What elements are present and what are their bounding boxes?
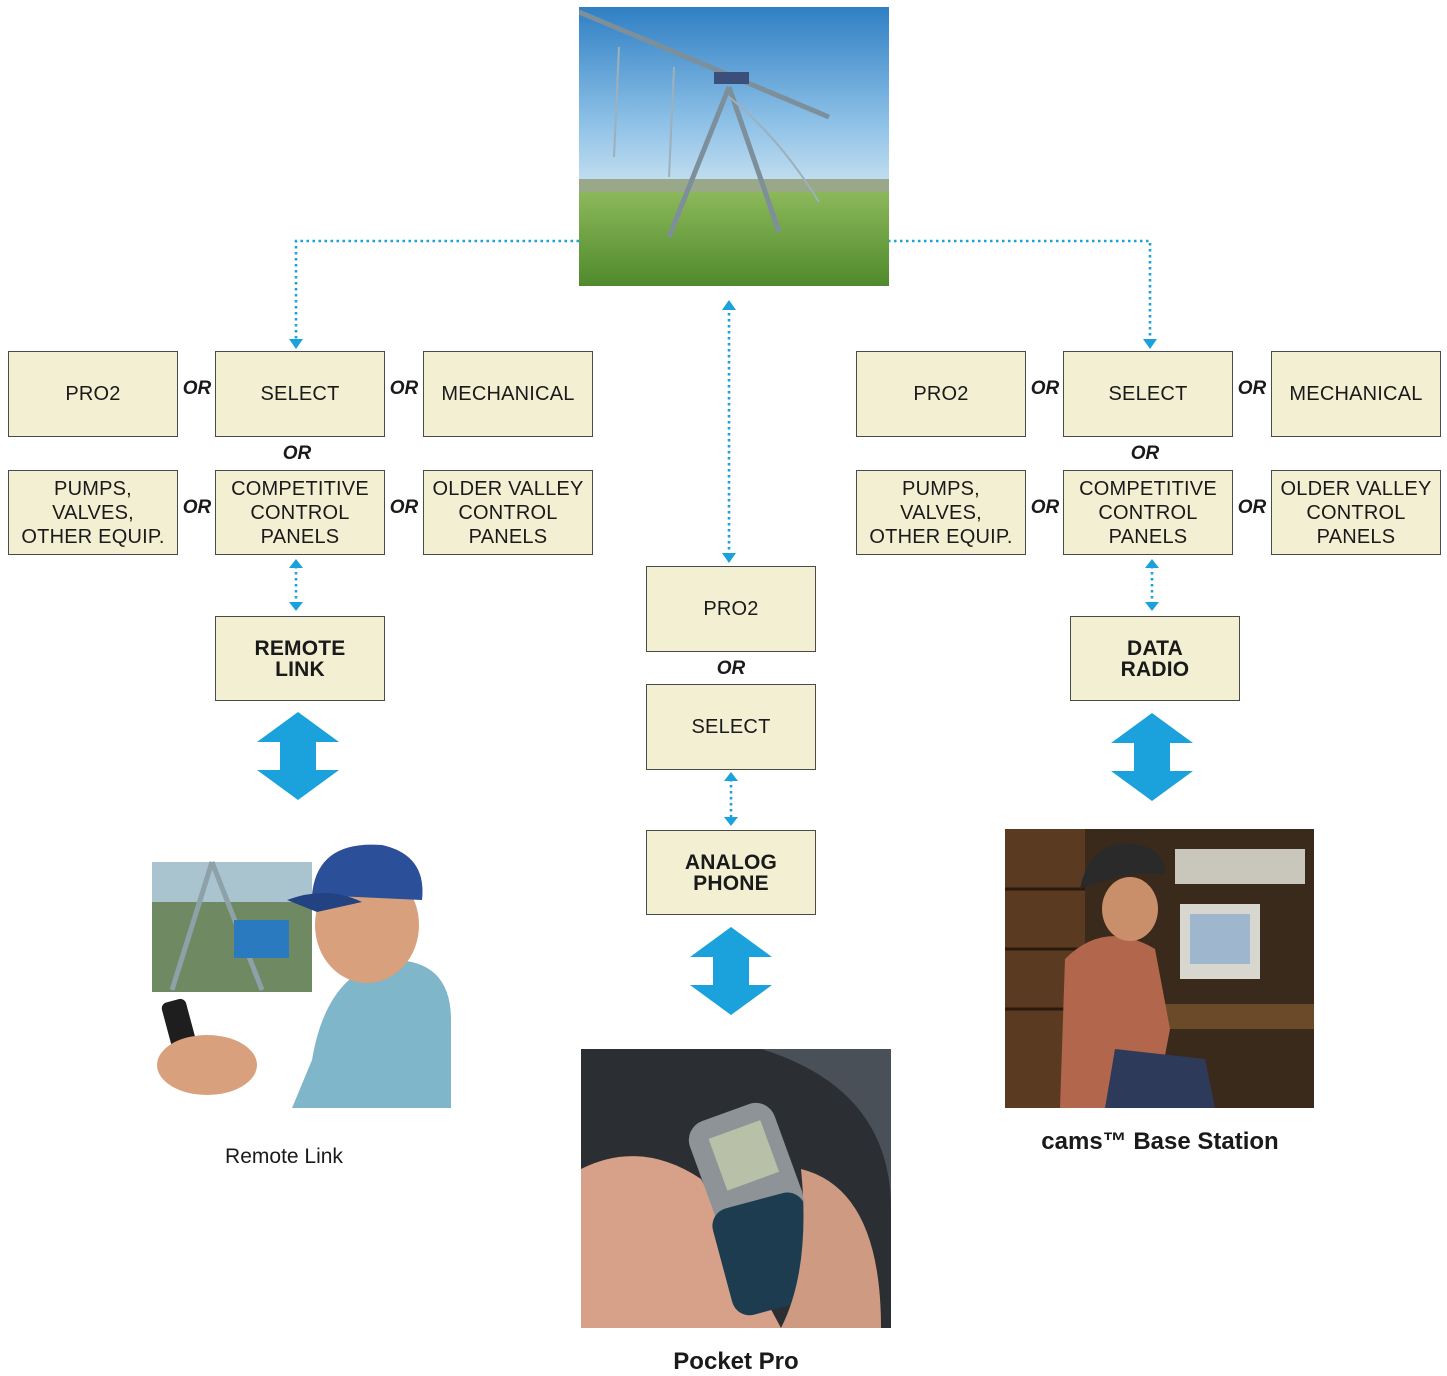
remote-link-device-box: REMOTE LINK bbox=[215, 616, 385, 701]
right-pumps-box: PUMPS, VALVES, OTHER EQUIP. bbox=[856, 470, 1026, 555]
or-label: OR bbox=[389, 378, 419, 399]
arrowhead-center-up bbox=[722, 300, 736, 310]
right-older-valley-box: OLDER VALLEY CONTROL PANELS bbox=[1271, 470, 1441, 555]
left-pro2-box: PRO2 bbox=[8, 351, 178, 437]
big-double-arrow-right bbox=[1111, 713, 1193, 801]
hands-with-pda-phone-photo bbox=[581, 1049, 891, 1328]
arrowhead-center-dev-up bbox=[724, 772, 738, 781]
or-label: OR bbox=[282, 443, 312, 464]
or-label: OR bbox=[1130, 443, 1160, 464]
arrowhead-left-down bbox=[289, 339, 303, 349]
right-competitive-box: COMPETITIVE CONTROL PANELS bbox=[1063, 470, 1233, 555]
arrowhead-left-dev-down bbox=[289, 602, 303, 611]
analog-phone-device-box: ANALOG PHONE bbox=[646, 830, 816, 915]
or-label: OR bbox=[389, 497, 419, 518]
or-label: OR bbox=[1237, 378, 1267, 399]
connector-top-left bbox=[294, 239, 579, 343]
arrowhead-left-dev-up bbox=[289, 559, 303, 568]
left-select-box: SELECT bbox=[215, 351, 385, 437]
left-older-valley-box: OLDER VALLEY CONTROL PANELS bbox=[423, 470, 593, 555]
arrowhead-right-dev-down bbox=[1145, 602, 1159, 611]
remote-link-caption: Remote Link bbox=[225, 1145, 343, 1168]
left-competitive-box: COMPETITIVE CONTROL PANELS bbox=[215, 470, 385, 555]
pocket-pro-caption: Pocket Pro bbox=[673, 1348, 799, 1375]
or-label: OR bbox=[182, 497, 212, 518]
big-double-arrow-center bbox=[690, 927, 772, 1015]
left-mechanical-box: MECHANICAL bbox=[423, 351, 593, 437]
arrowhead-right-dev-up bbox=[1145, 559, 1159, 568]
or-label: OR bbox=[1237, 497, 1267, 518]
arrowhead-center-dev-down bbox=[724, 817, 738, 826]
or-label: OR bbox=[716, 658, 746, 679]
farmer-with-handheld-radio-photo bbox=[152, 840, 451, 1108]
or-label: OR bbox=[1030, 497, 1060, 518]
center-pivot-irrigation-photo bbox=[579, 7, 889, 286]
center-select-box: SELECT bbox=[646, 684, 816, 770]
big-double-arrow-left bbox=[257, 712, 339, 800]
right-mechanical-box: MECHANICAL bbox=[1271, 351, 1441, 437]
center-pro2-box: PRO2 bbox=[646, 566, 816, 652]
or-label: OR bbox=[1030, 378, 1060, 399]
or-label: OR bbox=[182, 378, 212, 399]
arrowhead-right-down bbox=[1143, 339, 1157, 349]
right-select-box: SELECT bbox=[1063, 351, 1233, 437]
arrowhead-center-down bbox=[722, 553, 736, 563]
connector-top-right bbox=[888, 239, 1152, 343]
data-radio-device-box: DATA RADIO bbox=[1070, 616, 1240, 701]
cams-base-station-caption: cams™ Base Station bbox=[1041, 1128, 1279, 1155]
left-pumps-box: PUMPS, VALVES, OTHER EQUIP. bbox=[8, 470, 178, 555]
right-pro2-box: PRO2 bbox=[856, 351, 1026, 437]
man-at-computer-workstation-photo bbox=[1005, 829, 1314, 1108]
